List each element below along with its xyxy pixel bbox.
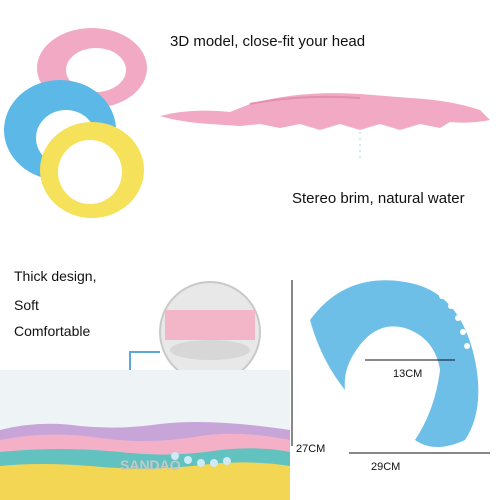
caption-comfortable: Comfortable bbox=[14, 323, 91, 339]
caption-soft: Soft bbox=[14, 297, 39, 313]
zoom-circle bbox=[159, 281, 261, 383]
blue-cap-measure bbox=[310, 280, 479, 447]
yellow-cap bbox=[40, 122, 144, 218]
caption-thick-design: Thick design, bbox=[14, 268, 97, 284]
watermark-text: SANDAO bbox=[120, 457, 181, 473]
caption-close-fit: 3D model, close-fit your head bbox=[170, 33, 366, 50]
width-label: 29CM bbox=[371, 461, 401, 473]
dimension-diagram bbox=[291, 280, 490, 454]
caption-stereo-brim: Stereo brim, natural water bbox=[292, 190, 465, 207]
pink-brim-side-image bbox=[160, 93, 490, 160]
thick-design-image: SANDAO bbox=[0, 281, 290, 500]
inner-diameter-label: 13CM bbox=[393, 368, 423, 380]
stacked-caps-image bbox=[4, 28, 147, 218]
height-label: 27CM bbox=[296, 443, 326, 455]
